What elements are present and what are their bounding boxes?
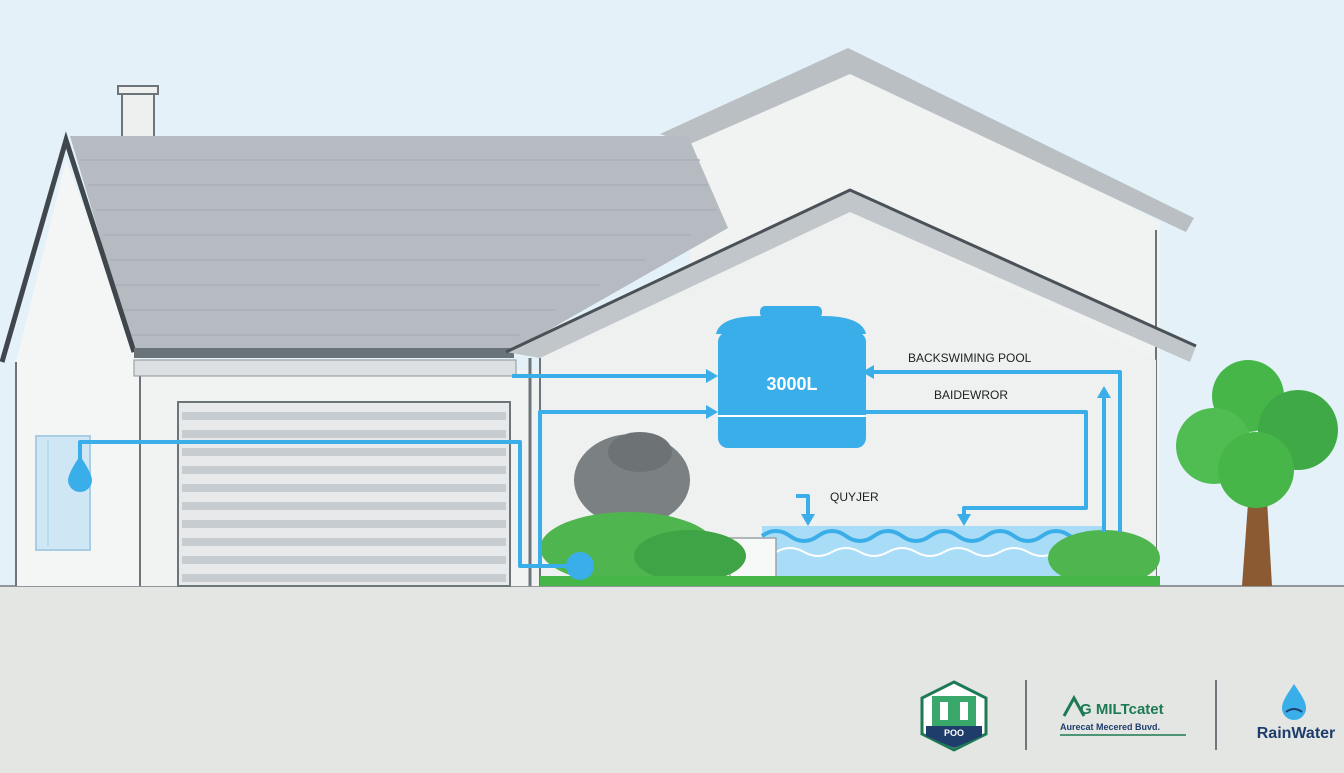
green-bush-left-2 [634,530,746,582]
gmiltcatet-logo: G MILTcatet Aurecat Mecered Buvd. [1060,694,1186,736]
pool-inlet-pipe [796,494,810,520]
roof-shingle-lines [80,159,716,336]
tank-mid-pipe [538,410,712,566]
pipes [78,370,1122,568]
rainwater-logo: RainWater [1257,684,1336,742]
tank-right-return-pipe [866,410,1088,520]
pipe-label-top: BACKSWIMING POOL [908,351,1032,365]
ground [0,586,1344,768]
gutter [134,348,514,358]
rainwater-logo-text: RainWater [1257,725,1336,742]
pump [566,552,594,580]
garage-door-slats [182,412,506,582]
left-roof-gable [0,131,137,363]
pipe-label-middle: BAIDEWROR [934,388,1008,402]
water-tank [716,306,866,448]
water-drop [68,456,92,492]
grass-strip [540,576,1160,586]
tank-top-right-pipe [872,370,1122,532]
pool-wave [760,529,1100,543]
tank-capacity-label: 3000L [766,374,817,394]
green-bush-right [1048,530,1160,586]
pool-logo-text: POO [944,728,964,738]
gmiltcatet-logo-subtext: Aurecat Mecered Buvd. [1060,722,1160,732]
pool-shield-logo: POO [920,680,988,752]
garage-pipe [78,440,570,568]
chimney-cap [117,85,159,95]
pipe-label-pool: QUYJER [830,490,879,504]
main-roof [70,136,728,352]
fascia [133,359,517,377]
front-gable-edge [505,188,1197,354]
tree [1176,360,1338,586]
back-house-roof [660,48,1194,232]
pool-wave-2 [775,547,1085,557]
pipe-arrowheads [706,365,1111,526]
gmiltcatet-logo-text: G MILTcatet [1080,701,1164,718]
grey-bush-top [608,432,672,472]
chimney [121,91,155,139]
